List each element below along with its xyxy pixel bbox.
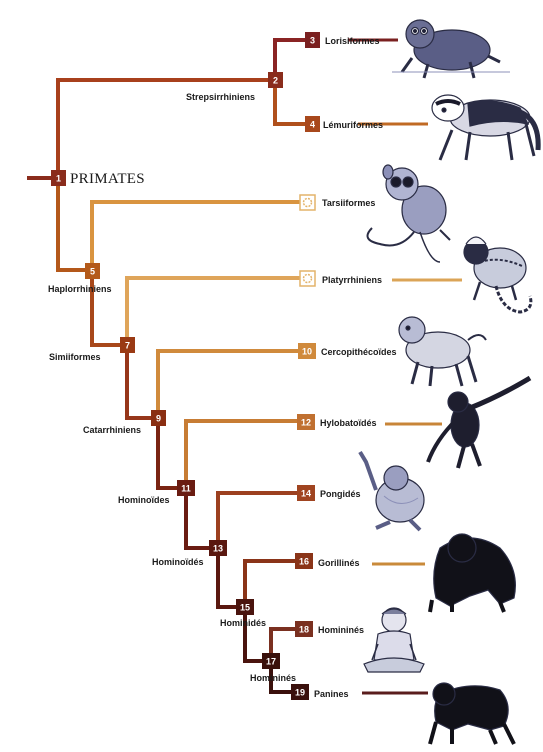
tarsier-illustration <box>368 165 451 262</box>
macaque-illustration <box>399 317 486 386</box>
node-label-7: Simiiformes <box>49 352 101 362</box>
loris-illustration <box>392 20 510 78</box>
node-number-12: 12 <box>301 418 311 428</box>
node-label-6: Tarsiiformes <box>322 198 375 208</box>
node-label-17: Homininés <box>250 673 296 683</box>
node-label-16: Gorillinés <box>318 558 360 568</box>
node-number-13: 13 <box>213 544 223 554</box>
node-boxes: 1 PRIMATES 2 Strepsirrhiniens 3 Lorisifo… <box>48 32 397 700</box>
node-label-2: Strepsirrhiniens <box>186 92 255 102</box>
node-number-9: 9 <box>156 414 161 424</box>
node-label-9: Catarrhiniens <box>83 425 141 435</box>
node-number-15: 15 <box>240 603 250 613</box>
branch-1-5 <box>58 178 92 270</box>
node-number-10: 10 <box>302 347 312 357</box>
human-illustration <box>364 608 424 672</box>
node-label-10: Cercopithécoïdes <box>321 347 397 357</box>
node-label-11: Hominoïdes <box>118 495 170 505</box>
branch-7-8 <box>127 278 308 345</box>
chimpanzee-illustration <box>430 683 514 744</box>
lemur-illustration <box>432 95 538 160</box>
node-label-13: Hominoïdés <box>152 557 204 567</box>
branch-lines <box>27 40 462 693</box>
node-label-18: Homininés <box>318 625 364 635</box>
root-label: PRIMATES <box>70 171 145 187</box>
branch-15-17 <box>245 607 271 661</box>
node-number-19: 19 <box>295 688 305 698</box>
gibbon-illustration <box>428 378 530 468</box>
branch-7-9 <box>127 345 158 418</box>
node-label-12: Hylobatoïdés <box>320 418 377 428</box>
branch-13-15 <box>218 548 245 607</box>
branch-9-11 <box>158 418 186 488</box>
node-number-3: 3 <box>310 36 315 46</box>
branch-13-14 <box>218 493 305 548</box>
node-number-2: 2 <box>273 76 278 86</box>
node-number-16: 16 <box>299 557 309 567</box>
node-box-6 <box>300 195 315 210</box>
node-number-18: 18 <box>299 625 309 635</box>
node-label-14: Pongidés <box>320 489 361 499</box>
orangutan-illustration <box>360 452 424 530</box>
node-box-8 <box>300 271 315 286</box>
node-number-5: 5 <box>90 267 95 277</box>
gorilla-illustration <box>430 534 515 612</box>
node-number-14: 14 <box>301 489 311 499</box>
node-label-8: Platyrrhiniens <box>322 275 382 285</box>
node-label-15: Hominidés <box>220 618 266 628</box>
node-number-7: 7 <box>125 341 130 351</box>
node-number-1: 1 <box>56 174 61 184</box>
marmoset-illustration <box>464 237 531 312</box>
branch-11-13 <box>186 488 218 548</box>
node-number-4: 4 <box>310 120 315 130</box>
animal-illustrations <box>360 20 538 744</box>
node-label-3: Lorisiformes <box>325 36 380 46</box>
branch-5-6 <box>92 202 308 270</box>
node-number-11: 11 <box>181 484 191 494</box>
node-number-17: 17 <box>266 657 276 667</box>
node-label-19: Panines <box>314 689 349 699</box>
node-label-4: Lémuriformes <box>323 120 383 130</box>
branch-11-12 <box>186 421 305 488</box>
branch-9-10 <box>158 351 306 418</box>
node-label-5: Haplorrhiniens <box>48 284 112 294</box>
branch-5-7 <box>92 270 127 345</box>
